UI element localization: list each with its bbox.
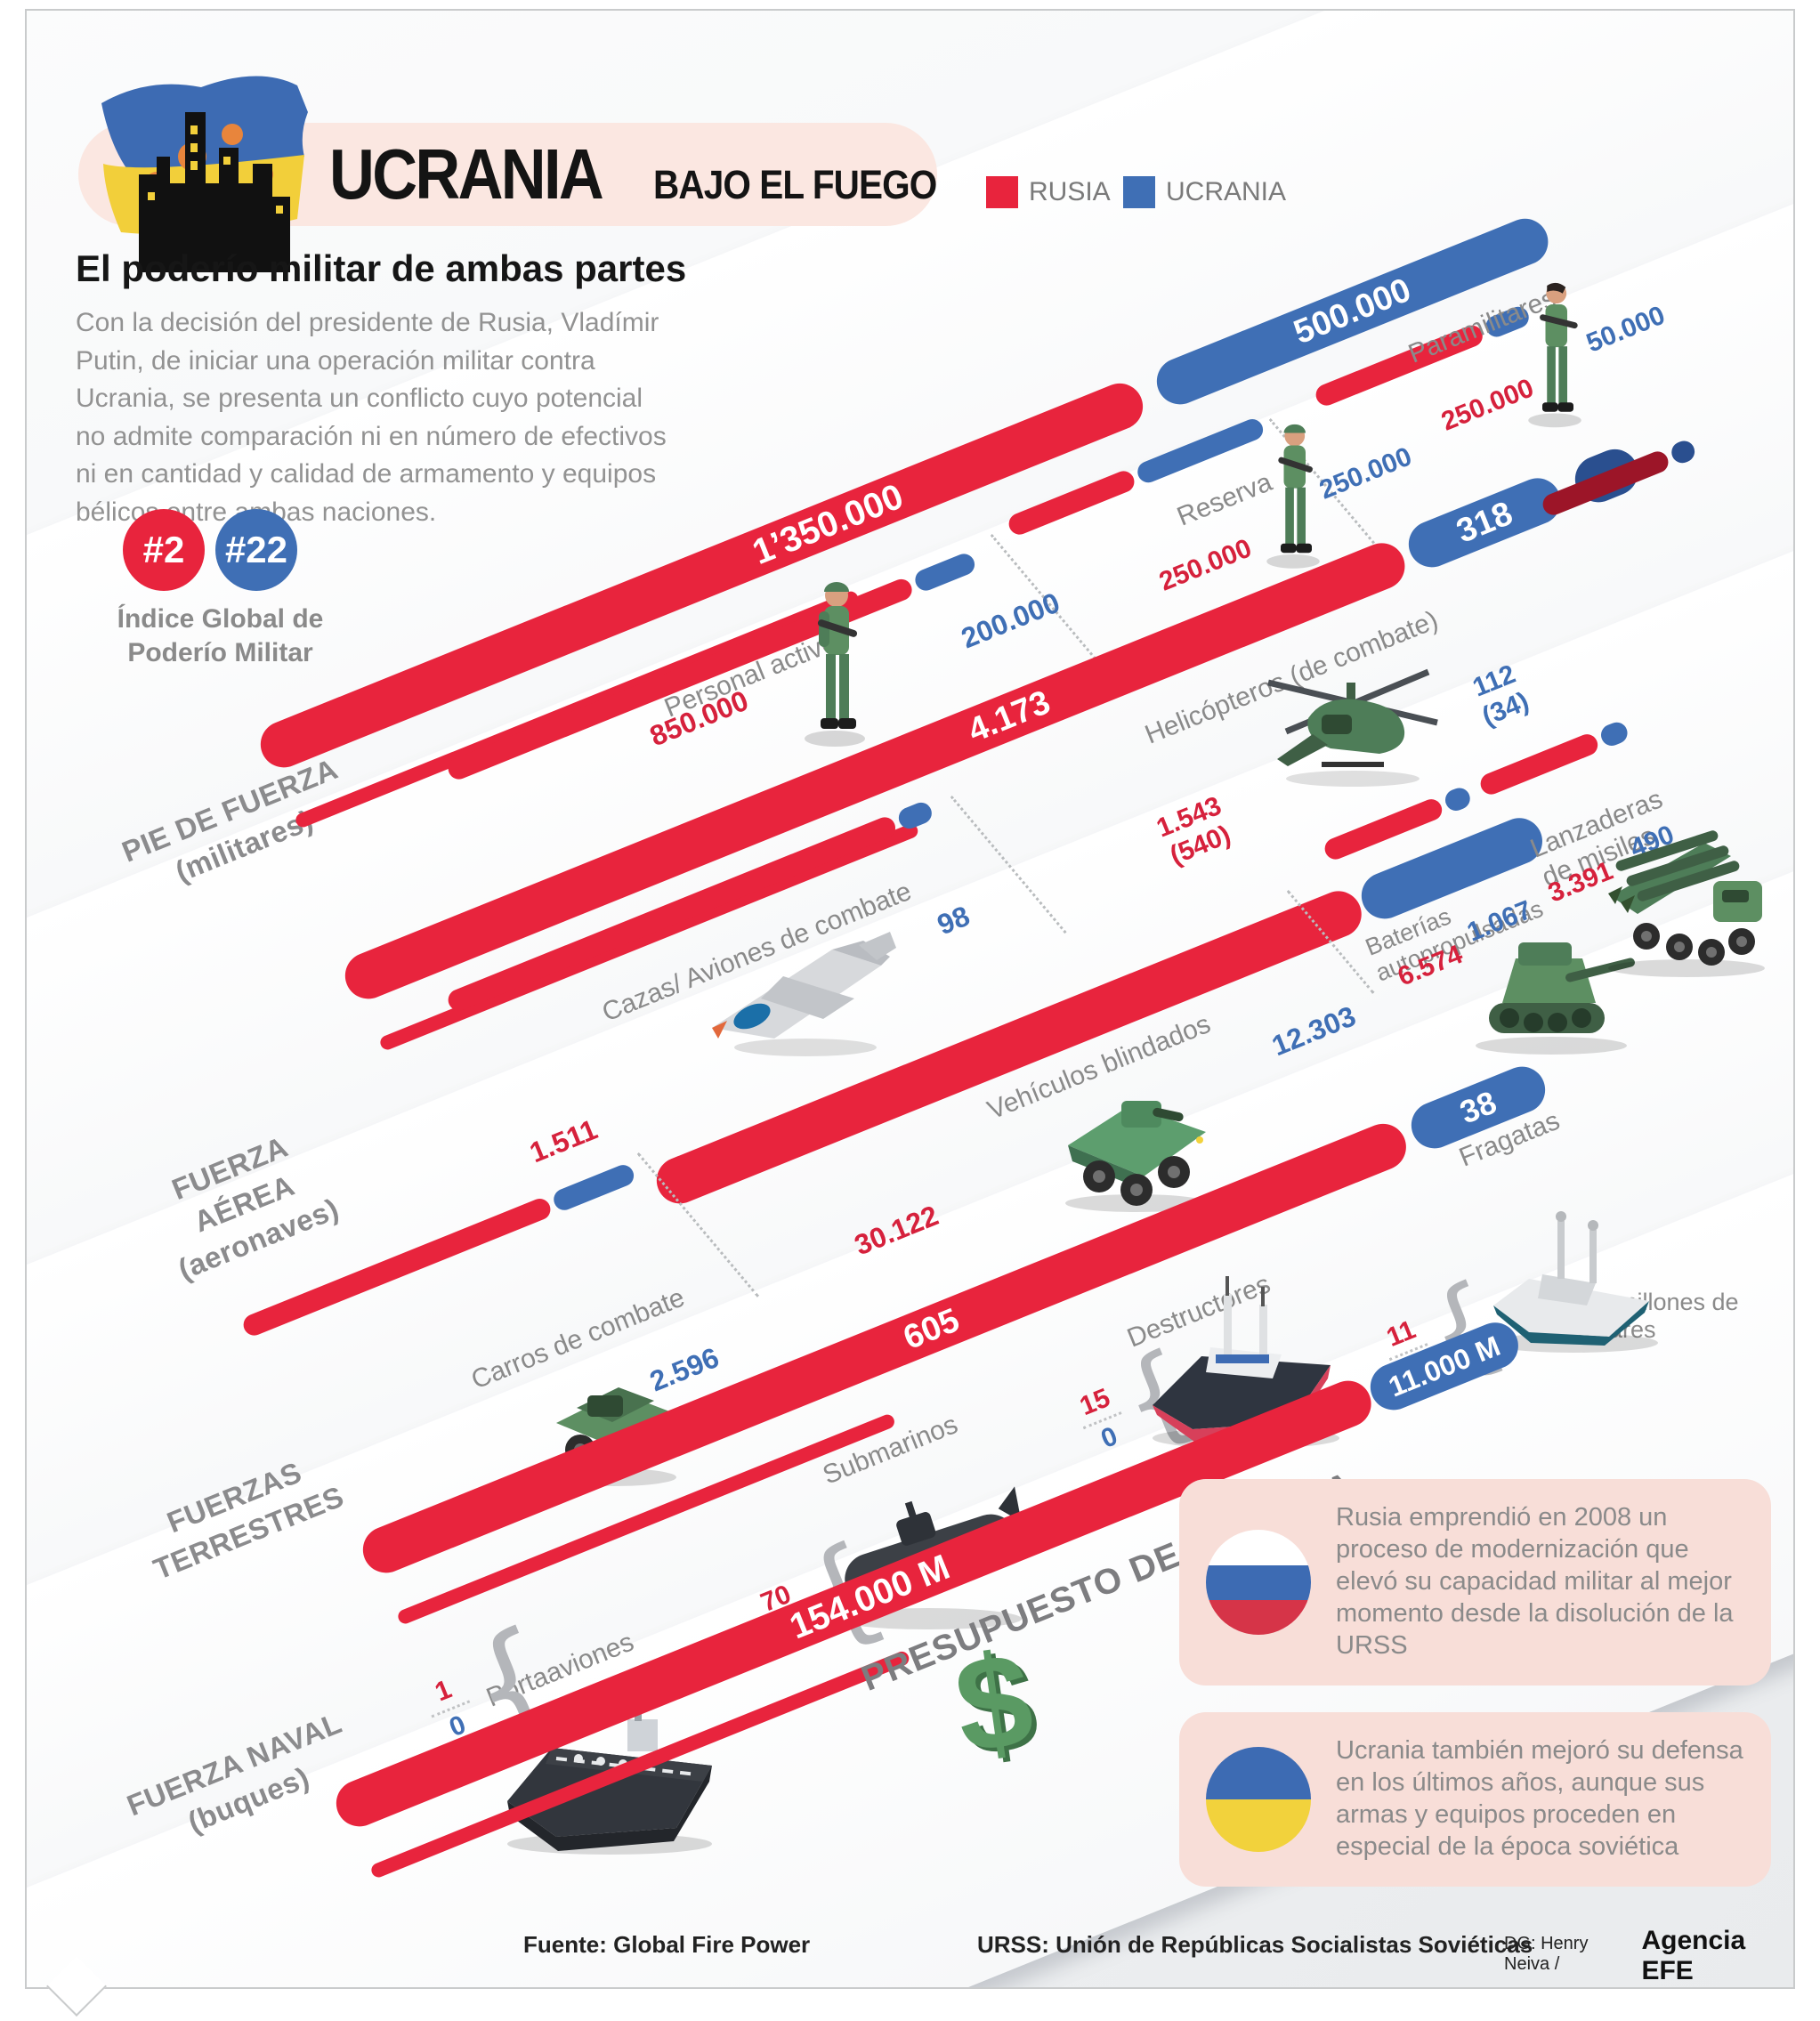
intro-heading: El poderío militar de ambas partes: [76, 247, 687, 289]
title-subtitle: BAJO EL FUEGO: [652, 162, 937, 207]
callout-russia: Rusia emprendió en 2008 un proceso de mo…: [1179, 1479, 1771, 1686]
aircraft-carrier-icon: [507, 1703, 712, 1855]
russia-flag-icon: [1206, 1529, 1311, 1635]
ukraine-rank-badge: #22: [215, 509, 297, 591]
footer-credit: DG: Henry Neiva / Agencia EFE: [1504, 1926, 1789, 1986]
footer-credit-dg: DG: Henry Neiva /: [1504, 1934, 1589, 1974]
footer-source: Fuente: Global Fire Power: [523, 1931, 811, 1958]
soldier-icon: [1266, 424, 1320, 569]
missile-launcher-icon: [1608, 830, 1765, 977]
intro-paragraph: Con la decisión del presidente de Rusia,…: [76, 308, 667, 527]
russia-value-portaaviones: 1: [431, 1674, 457, 1708]
title-main: UCRANIA: [329, 134, 604, 214]
legend-russia-label: RUSIA: [1029, 177, 1111, 206]
callout-russia-text: Rusia emprendió en 2008 un proceso de mo…: [1336, 1503, 1734, 1660]
apc-icon: [1065, 1101, 1208, 1212]
ranking-caption: Índice Global de Poderío Militar: [117, 604, 324, 667]
frame: UCRANIA BAJO EL FUEGO RUSIA UCRANIA El p…: [25, 9, 1795, 1989]
soldier-icon: [805, 582, 865, 747]
soldier-icon: [1528, 282, 1581, 428]
frigate-icon: [1489, 1211, 1658, 1353]
fighter-jet-icon: [712, 932, 896, 1056]
legend-russia: RUSIA: [986, 176, 1111, 208]
footer-urss-note: URSS: Unión de Repúblicas Socialistas So…: [977, 1931, 1533, 1958]
legend-ukraine-label: UCRANIA: [1166, 177, 1287, 206]
russia-rank-badge: #2: [123, 509, 205, 591]
callout-ukraine: Ucrania también mejoró su defensa en los…: [1179, 1712, 1771, 1887]
russia-color-swatch: [986, 176, 1018, 208]
self-propelled-artillery-icon: [1476, 942, 1635, 1055]
page-title: UCRANIA BAJO EL FUEGO: [329, 133, 968, 215]
callout-ukraine-text: Ucrania también mejoró su defensa en los…: [1336, 1736, 1743, 1861]
ukraine-flag-icon: [1206, 1746, 1311, 1852]
legend-ukraine: UCRANIA: [1123, 176, 1286, 208]
ukraine-color-swatch: [1123, 176, 1155, 208]
footer-credit-agency: Agencia EFE: [1641, 1926, 1746, 1985]
ukraine-value-destructores: 0: [1096, 1420, 1122, 1454]
helicopter-icon: [1267, 668, 1438, 787]
ukraine-burning-city-logo-icon: [101, 76, 308, 272]
